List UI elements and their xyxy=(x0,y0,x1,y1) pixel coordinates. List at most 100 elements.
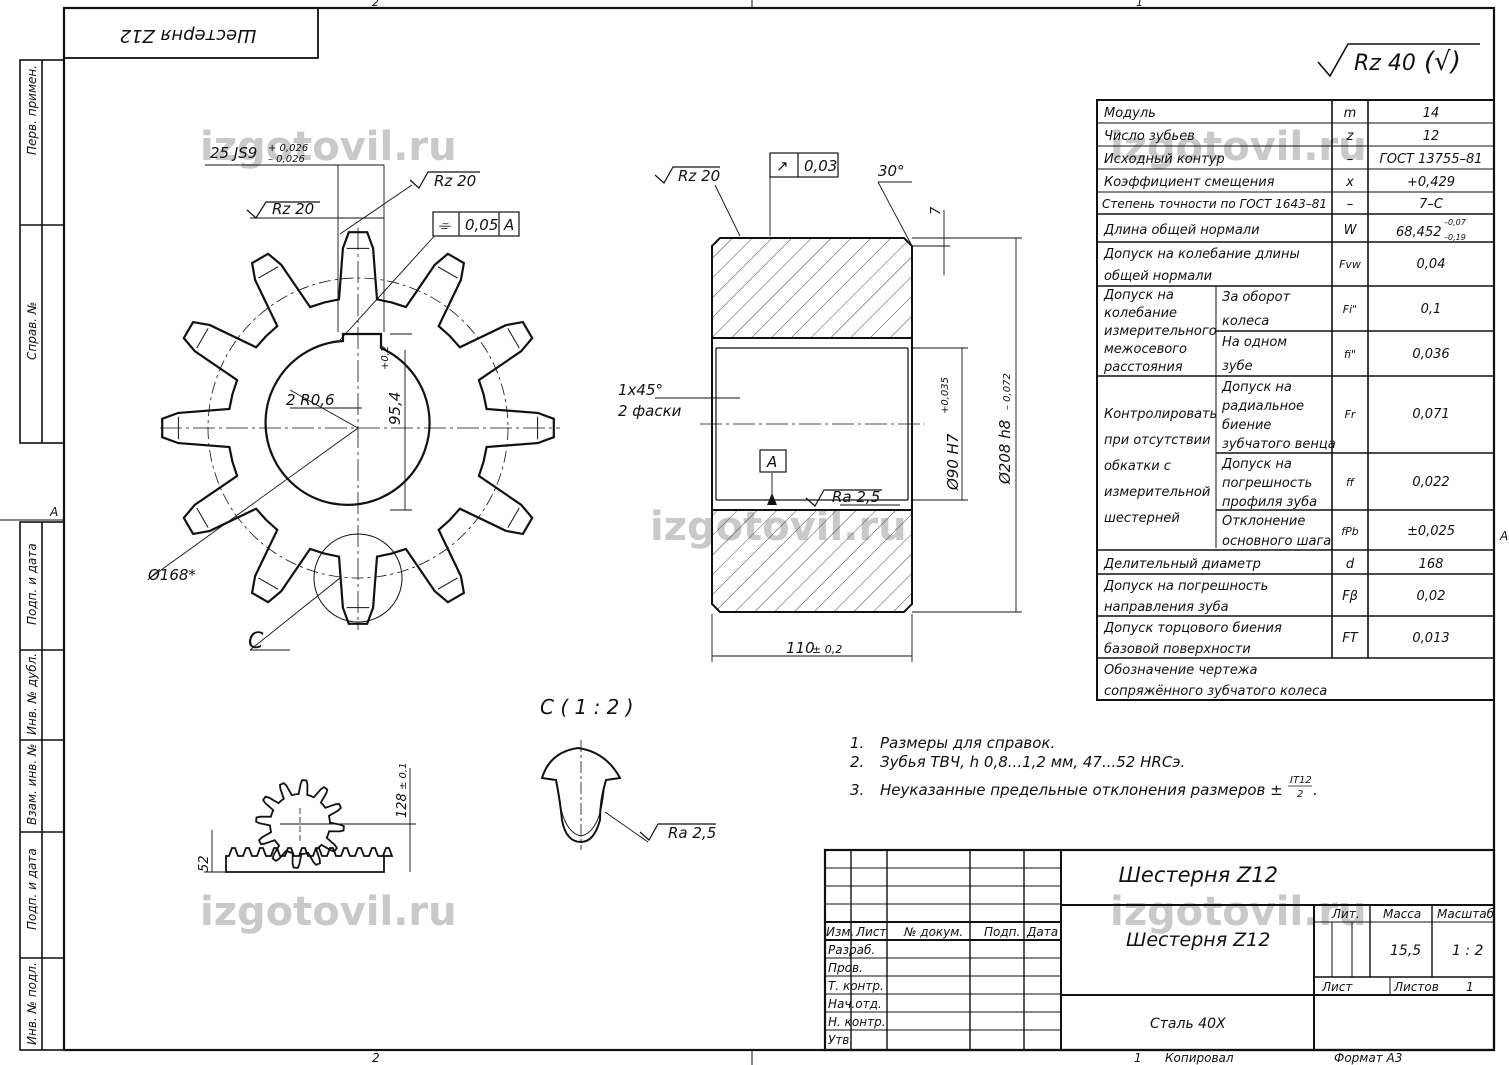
p-name-10b: направления зуба xyxy=(1104,600,1229,615)
chamfer-note-2: 2 фаски xyxy=(618,402,682,420)
watermarks: izgotovil.ru izgotovil.ru izgotovil.ru i… xyxy=(200,124,1367,935)
note-3-frac-bottom: 2 xyxy=(1297,789,1303,800)
detail-view xyxy=(540,740,716,850)
p-name-11a: Допуск торцового биения xyxy=(1103,621,1282,636)
p-sym-5: W xyxy=(1344,223,1358,238)
g1r2-val: 0,036 xyxy=(1412,347,1449,362)
g2r2-n1: Допуск на xyxy=(1221,457,1292,472)
g1r2-sym: fi" xyxy=(1344,348,1356,361)
g2r2-n3: профиля зуба xyxy=(1222,495,1317,510)
g2r3-n1: Отклонение xyxy=(1222,514,1305,529)
mesh-view xyxy=(204,768,416,873)
p-name-12a: Обозначение чертежа xyxy=(1104,663,1258,678)
p-val-1: 12 xyxy=(1423,129,1440,144)
p-sym-9: d xyxy=(1346,557,1355,572)
symmetry-tol: 0,05 xyxy=(465,216,498,234)
detail-label: C xyxy=(248,629,264,654)
front-view xyxy=(149,164,560,651)
tb-designation: Шестерня Z12 xyxy=(1118,863,1278,887)
tb-copied-num: 1 xyxy=(1134,1051,1142,1065)
runout-icon: ↗ xyxy=(776,157,789,175)
note-3-text: Неуказанные предельные отклонения размер… xyxy=(880,781,1283,799)
key-depth: 95,4 xyxy=(386,392,404,425)
general-rz: Rz 40 xyxy=(1354,51,1416,76)
g1-l1: Допуск на xyxy=(1103,288,1174,303)
g1-l3: измерительного xyxy=(1104,324,1217,339)
tb-material: Сталь 40Х xyxy=(1150,1016,1226,1032)
symmetry-datum: A xyxy=(503,216,514,234)
chamfer-note-1: 1x45° xyxy=(618,381,663,399)
g2r2-sym: ff xyxy=(1346,476,1355,489)
watermark-4: izgotovil.ru xyxy=(200,889,457,935)
tb-mass-label: Масса xyxy=(1383,907,1421,921)
g1r1-val: 0,1 xyxy=(1421,302,1442,317)
param-table-text: Модуль m 14 Число зубьев z 12 Исходный к… xyxy=(1102,106,1483,699)
g2r1-n4: зубчатого венца xyxy=(1222,437,1336,452)
p-name-5: Длина общей нормали xyxy=(1103,223,1260,238)
tb-col-1: Лист xyxy=(855,925,887,939)
p-name-4: Степень точности по ГОСТ 1643–81 xyxy=(1102,197,1327,211)
note-1-num: 1. xyxy=(850,734,864,752)
note-2-num: 2. xyxy=(850,753,864,771)
g2-l2: при отсутствии xyxy=(1104,433,1211,448)
tb-row-4: Н. контр. xyxy=(828,1015,886,1029)
zone-side-a: A xyxy=(49,505,58,519)
tb-scale-label: Масштаб xyxy=(1437,907,1495,921)
tb-sheet-label: Лист xyxy=(1321,980,1353,994)
strip-label-2: Справ. № xyxy=(25,302,39,360)
g1-l4: межосевого xyxy=(1104,342,1187,357)
p-name-3: Коэффициент смещения xyxy=(1104,175,1275,190)
tb-row-1: Пров. xyxy=(828,961,863,975)
outer-tol: – 0,072 xyxy=(1002,373,1013,410)
gear-outline xyxy=(161,231,555,625)
p-sym-2: – xyxy=(1347,152,1354,167)
watermark-1: izgotovil.ru xyxy=(200,124,457,170)
p-val-6: 0,04 xyxy=(1417,257,1446,272)
pitch-diameter: Ø168* xyxy=(147,566,196,584)
p-sym-10: Fβ xyxy=(1342,589,1358,604)
mesh-center-tol: ± 0,1 xyxy=(398,763,409,790)
mesh-rack-height: 52 xyxy=(197,855,212,872)
zone-bottom-left: 2 xyxy=(372,1051,380,1065)
bore-keyway xyxy=(264,332,431,506)
rz-keyway-side: Rz 20 xyxy=(272,200,314,218)
note-3-num: 3. xyxy=(850,781,864,799)
p-val-2: ГОСТ 13755–81 xyxy=(1379,152,1482,167)
note-3-frac-top: IT12 xyxy=(1290,775,1312,786)
strip-label-1: Перв. примен. xyxy=(25,65,39,155)
g1r2-n2: зубе xyxy=(1222,359,1253,374)
strip-label-7: Инв. № подл. xyxy=(25,962,39,1045)
tb-col-2: № докум. xyxy=(903,925,963,939)
mesh-center-dist: 128 xyxy=(395,793,410,818)
p-val-9: 168 xyxy=(1419,557,1444,572)
section-view xyxy=(655,165,1022,662)
g2r1-val: 0,071 xyxy=(1412,407,1449,422)
p-name-1: Число зубьев xyxy=(1104,129,1195,144)
p-name-9: Делительный диаметр xyxy=(1103,557,1261,572)
p-name-11b: базовой поверхности xyxy=(1104,642,1251,657)
width-dim: 110 xyxy=(786,639,815,657)
g1-l5: расстояния xyxy=(1103,360,1183,375)
g1-l2: колебание xyxy=(1104,306,1177,321)
p-val-5: 68,452 xyxy=(1396,225,1442,240)
tb-row-0: Разраб. xyxy=(828,943,875,957)
strip-label-5: Взам. инв. № xyxy=(25,744,39,825)
strip-label-4: Инв. № дубл. xyxy=(25,653,39,735)
title-block xyxy=(823,848,1496,1052)
p-sym-11: FT xyxy=(1342,631,1358,646)
tb-row-2: Т. контр. xyxy=(828,979,884,993)
tb-row-5: Утв. xyxy=(828,1033,853,1047)
g2r1-n2: радиальное xyxy=(1221,399,1304,414)
pitch-circle xyxy=(207,277,509,579)
rz-face: Rz 20 xyxy=(678,167,720,185)
p-name-12b: сопряжённого зубчатого колеса xyxy=(1104,684,1327,699)
tb-sheets-label: Листов xyxy=(1393,980,1439,994)
tb-lit: Лит. xyxy=(1331,907,1360,921)
title-box-frame xyxy=(63,7,319,59)
g2-l5: шестерней xyxy=(1104,511,1180,526)
tb-mass: 15,5 xyxy=(1390,943,1421,959)
g2r3-val: ±0,025 xyxy=(1407,524,1455,539)
tb-scale: 1 : 2 xyxy=(1452,943,1484,959)
p-name-10a: Допуск на погрешность xyxy=(1103,579,1268,594)
detail-ra: Ra 2,5 xyxy=(668,824,716,842)
